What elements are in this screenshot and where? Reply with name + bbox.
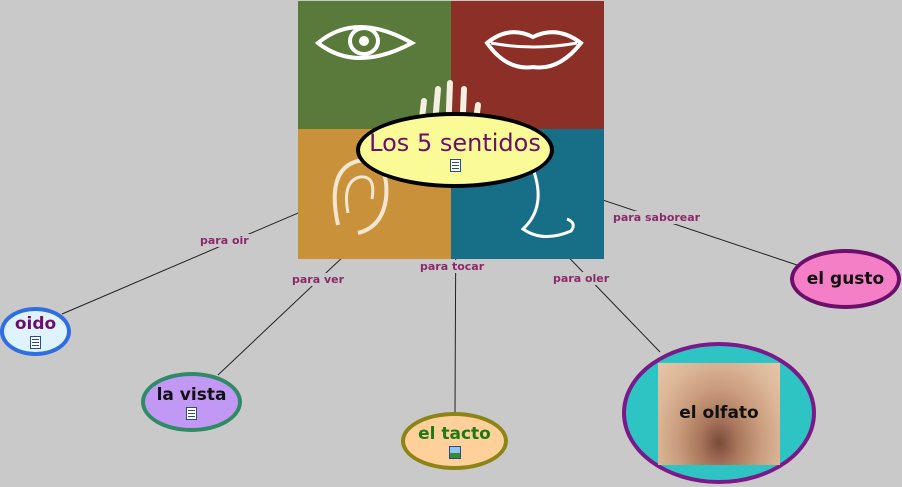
- nose-icon: [520, 168, 575, 238]
- root-node[interactable]: Los 5 sentidos: [356, 112, 554, 188]
- node-el-gusto[interactable]: el gusto: [790, 249, 901, 309]
- node-vista-label: la vista: [156, 384, 227, 405]
- node-oido[interactable]: oido: [0, 307, 71, 356]
- node-oido-label: oido: [14, 314, 57, 334]
- link-label-oir: para oir: [198, 234, 251, 247]
- document-icon[interactable]: [186, 406, 197, 420]
- senses-collage: [298, 1, 604, 259]
- node-el-tacto[interactable]: el tacto: [401, 412, 508, 470]
- node-el-olfato[interactable]: el olfato: [622, 342, 816, 484]
- node-tacto-label: el tacto: [418, 423, 491, 444]
- document-icon[interactable]: [30, 336, 41, 349]
- node-la-vista[interactable]: la vista: [141, 372, 242, 432]
- lips-icon: [484, 30, 584, 70]
- link-label-oler: para oler: [551, 272, 612, 285]
- image-icon[interactable]: [448, 445, 461, 459]
- node-gusto-label: el gusto: [806, 269, 885, 289]
- eye-icon: [314, 25, 417, 60]
- link-label-saborear: para saborear: [611, 211, 703, 224]
- nose-photo: [658, 363, 780, 465]
- node-olfato-label: el olfato: [679, 403, 759, 423]
- root-label: Los 5 sentidos: [369, 128, 541, 157]
- document-icon[interactable]: [449, 158, 461, 172]
- link-label-tocar: para tocar: [418, 260, 487, 273]
- link-label-ver: para ver: [290, 273, 347, 286]
